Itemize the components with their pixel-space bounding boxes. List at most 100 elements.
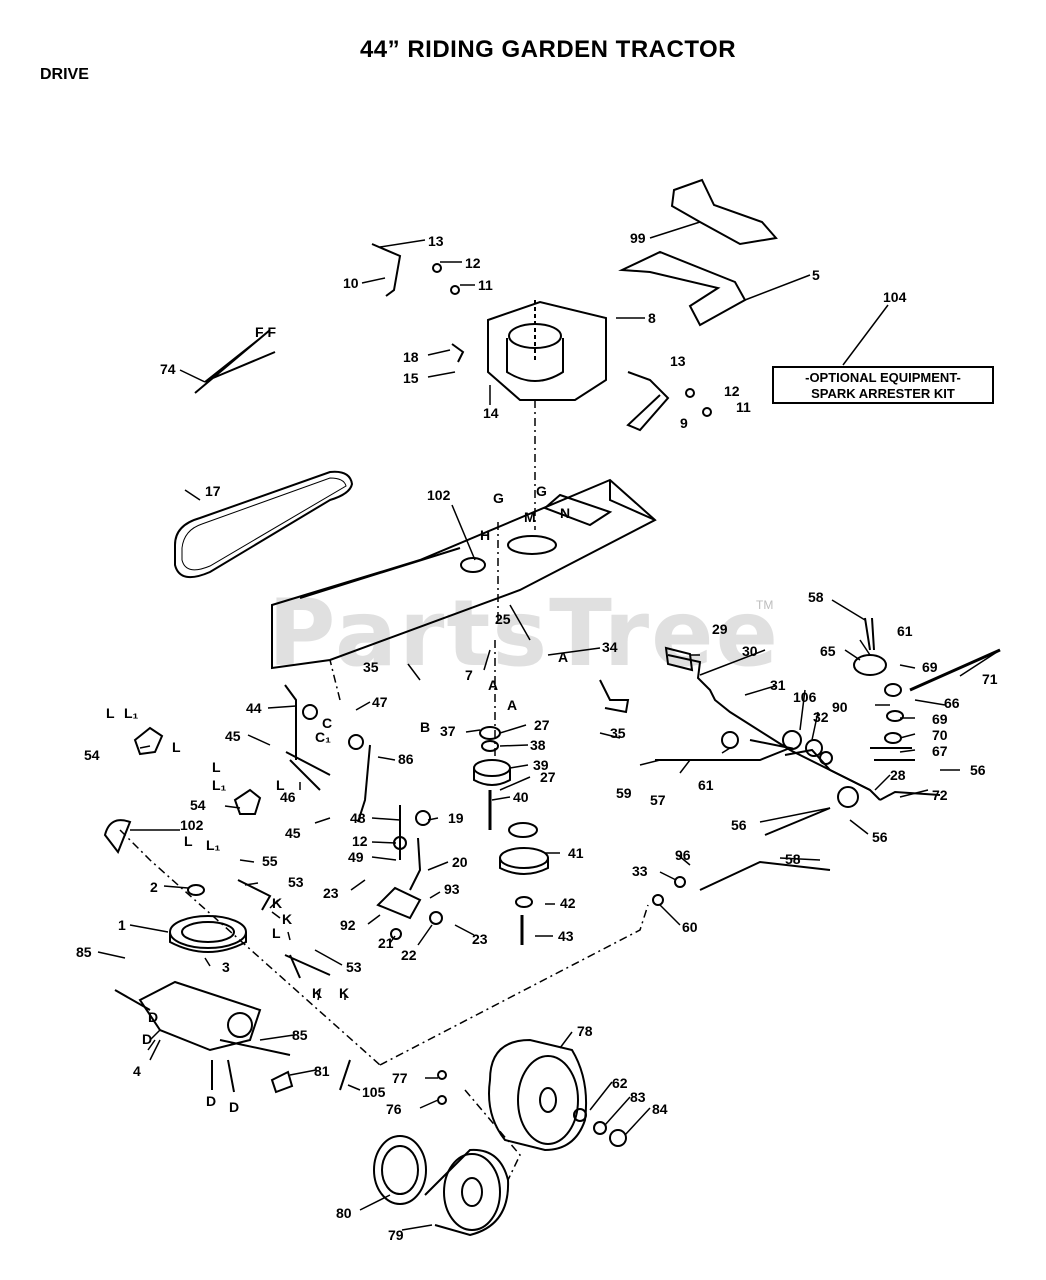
label-13b: 13 (670, 353, 686, 369)
label-10: 10 (343, 275, 359, 291)
bearing-61 (721, 731, 739, 749)
part-102 (103, 819, 132, 855)
label-L5: L (272, 925, 281, 941)
label-71: 71 (982, 671, 998, 687)
label-4: 4 (133, 1063, 141, 1079)
label-3: 3 (222, 959, 230, 975)
label-45b: 45 (285, 825, 301, 841)
label-96: 96 (675, 847, 691, 863)
label-84: 84 (652, 1101, 668, 1117)
label-K1: K (272, 895, 282, 911)
label-60: 60 (682, 919, 698, 935)
idler-46 (284, 684, 331, 791)
label-L3: L (276, 777, 285, 793)
pulley-41 (508, 822, 538, 838)
label-41: 41 (568, 845, 584, 861)
label-C: C (322, 715, 332, 731)
label-38: 38 (530, 737, 546, 753)
front-wheel-79 (424, 1148, 510, 1237)
label-A1: A (488, 677, 498, 693)
label-57: 57 (650, 792, 666, 808)
label-54a: 54 (84, 747, 100, 763)
label-43: 43 (558, 928, 574, 944)
label-D2: D (142, 1031, 152, 1047)
label-35a: 35 (363, 659, 379, 675)
label-19: 19 (448, 810, 464, 826)
label-102a: 102 (427, 487, 451, 503)
tractor-frame (271, 478, 657, 670)
label-78: 78 (577, 1023, 593, 1039)
label-66: 66 (944, 695, 960, 711)
label-104: 104 (883, 289, 907, 305)
drag-link-58 (699, 860, 831, 891)
rod-86 (357, 744, 371, 823)
label-H: H (480, 527, 490, 543)
belt-17 (174, 470, 354, 579)
label-G1: G (493, 490, 504, 506)
pulley-80 (373, 1135, 427, 1205)
label-81: 81 (314, 1063, 330, 1079)
label-9: 9 (680, 415, 688, 431)
label-17: 17 (205, 483, 221, 499)
label-70: 70 (932, 727, 948, 743)
label-37: 37 (440, 723, 456, 739)
label-85b: 85 (292, 1027, 308, 1043)
label-G2: G (536, 483, 547, 499)
label-65: 65 (820, 643, 836, 659)
part-labels: 13 12 10 11 99 5 104 8 18 15 14 F F 74 1… (76, 230, 998, 1243)
label-2: 2 (150, 879, 158, 895)
label-56b: 56 (731, 817, 747, 833)
label-27a: 27 (534, 717, 550, 733)
label-83: 83 (630, 1089, 646, 1105)
label-D3: D (206, 1093, 216, 1109)
label-59: 59 (616, 785, 632, 801)
watermark-trademark: TM (756, 598, 774, 612)
label-61b: 61 (698, 777, 714, 793)
label-11b: 11 (736, 399, 751, 415)
label-53b: 53 (346, 959, 362, 975)
label-B: B (420, 719, 430, 735)
label-FF: F F (255, 324, 276, 340)
label-34: 34 (602, 639, 618, 655)
label-56c: 56 (872, 829, 888, 845)
label-47: 47 (372, 694, 388, 710)
label-53a: 53 (288, 874, 304, 890)
label-28: 28 (890, 767, 906, 783)
label-L1b: L₁ (124, 705, 139, 721)
gear-28 (837, 786, 859, 808)
label-12b: 12 (724, 383, 740, 399)
label-15: 15 (403, 370, 419, 386)
label-69a: 69 (922, 659, 938, 675)
label-L2b: L₁ (212, 777, 227, 793)
label-48: 48 (350, 810, 366, 826)
label-8: 8 (648, 310, 656, 326)
label-90: 90 (832, 699, 848, 715)
label-25: 25 (495, 611, 511, 627)
label-D1: D (148, 1009, 158, 1025)
label-77: 77 (392, 1070, 408, 1086)
rod-20 (409, 837, 422, 891)
rear-wheel-78 (488, 1038, 588, 1152)
label-L4b: L₁ (206, 837, 221, 853)
label-23a: 23 (323, 885, 339, 901)
label-7: 7 (465, 667, 473, 683)
gear-65 (853, 654, 887, 676)
engine-cylinder (506, 338, 564, 382)
label-45a: 45 (225, 728, 241, 744)
label-105: 105 (362, 1084, 386, 1100)
label-54b: 54 (190, 797, 206, 813)
label-69b: 69 (932, 711, 948, 727)
label-106: 106 (793, 689, 817, 705)
callout-line-2: SPARK ARRESTER KIT (811, 386, 955, 401)
label-29: 29 (712, 621, 728, 637)
label-39: 39 (533, 757, 549, 773)
label-40: 40 (513, 789, 529, 805)
label-49: 49 (348, 849, 364, 865)
spark-arrester-callout: -OPTIONAL EQUIPMENT- SPARK ARRESTER KIT (772, 366, 994, 404)
steering-handle-29 (664, 646, 694, 672)
label-1: 1 (118, 917, 126, 933)
section-label: DRIVE (40, 66, 89, 83)
engine-8 (487, 300, 607, 401)
label-76: 76 (386, 1101, 402, 1117)
label-A2: A (507, 697, 517, 713)
